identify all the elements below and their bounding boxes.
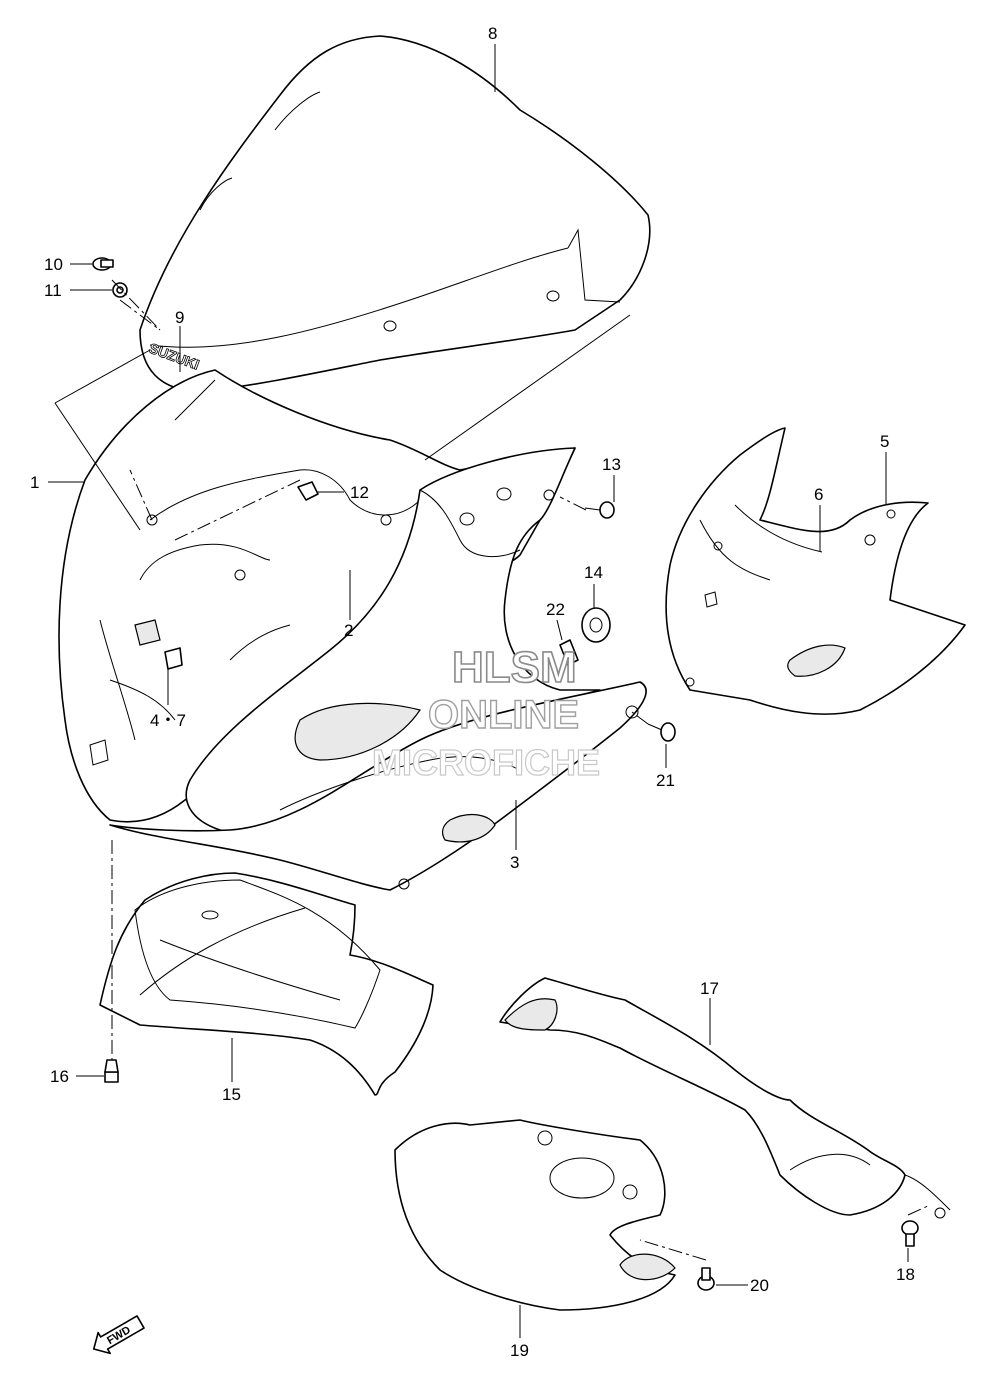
callout-5: 5 bbox=[880, 432, 889, 451]
callout-3: 3 bbox=[510, 853, 519, 872]
callout-17: 17 bbox=[700, 979, 719, 998]
callout-labels: 8 10 11 9 1 12 2 4・7 13 14 22 21 3 5 6 1… bbox=[30, 24, 915, 1360]
nut-part-12[interactable] bbox=[297, 481, 319, 501]
callout-9: 9 bbox=[175, 308, 184, 327]
callout-13: 13 bbox=[602, 455, 621, 474]
callout-19: 19 bbox=[510, 1341, 529, 1360]
grommet-part-14[interactable] bbox=[581, 607, 611, 643]
watermark: HLSM ONLINE MICROFICHE bbox=[371, 642, 600, 783]
watermark-line-3: MICROFICHE bbox=[372, 742, 600, 783]
side-cowling-part-5[interactable] bbox=[665, 427, 966, 715]
callout-11: 11 bbox=[44, 281, 62, 300]
callout-4-7: 4・7 bbox=[150, 711, 186, 730]
callout-21: 21 bbox=[656, 771, 675, 790]
washer-part-11[interactable] bbox=[112, 282, 128, 298]
watermark-line-1: HLSM bbox=[452, 643, 577, 692]
callout-14: 14 bbox=[584, 563, 603, 582]
callout-12: 12 bbox=[350, 483, 369, 502]
windscreen-part-8[interactable]: SUZUKI bbox=[139, 35, 651, 393]
callout-16: 16 bbox=[50, 1067, 69, 1086]
watermark-line-2: ONLINE bbox=[428, 693, 579, 737]
callout-22: 22 bbox=[546, 600, 565, 619]
screw-part-18[interactable] bbox=[901, 1220, 919, 1247]
screw-part-10[interactable] bbox=[92, 257, 114, 271]
callout-10: 10 bbox=[44, 255, 63, 274]
air-duct-part-17[interactable] bbox=[499, 977, 951, 1219]
side-cowling-part-3[interactable] bbox=[109, 681, 647, 891]
screw-part-20[interactable] bbox=[697, 1267, 715, 1291]
callout-20: 20 bbox=[750, 1276, 769, 1295]
fastener-part-4-7[interactable] bbox=[164, 647, 183, 670]
leader-lines bbox=[48, 44, 909, 1338]
callout-8: 8 bbox=[488, 24, 497, 43]
forward-arrow-label: FWD bbox=[105, 1324, 133, 1347]
callout-6: 6 bbox=[814, 485, 823, 504]
screw-part-21[interactable] bbox=[647, 722, 676, 742]
clip-part-22[interactable] bbox=[559, 639, 579, 666]
callout-15: 15 bbox=[222, 1085, 241, 1104]
panel-part-19[interactable] bbox=[394, 1119, 676, 1311]
forward-arrow-icon: FWD bbox=[92, 1315, 145, 1355]
callout-2: 2 bbox=[344, 621, 353, 640]
screw-part-13[interactable] bbox=[584, 501, 615, 519]
callout-1: 1 bbox=[30, 473, 39, 492]
callout-18: 18 bbox=[896, 1265, 915, 1284]
under-cover-part-15[interactable] bbox=[99, 872, 434, 1096]
fastener-part-16[interactable] bbox=[104, 1059, 119, 1083]
side-cowling-part-6[interactable] bbox=[734, 504, 823, 553]
reference-lines bbox=[54, 279, 931, 1261]
